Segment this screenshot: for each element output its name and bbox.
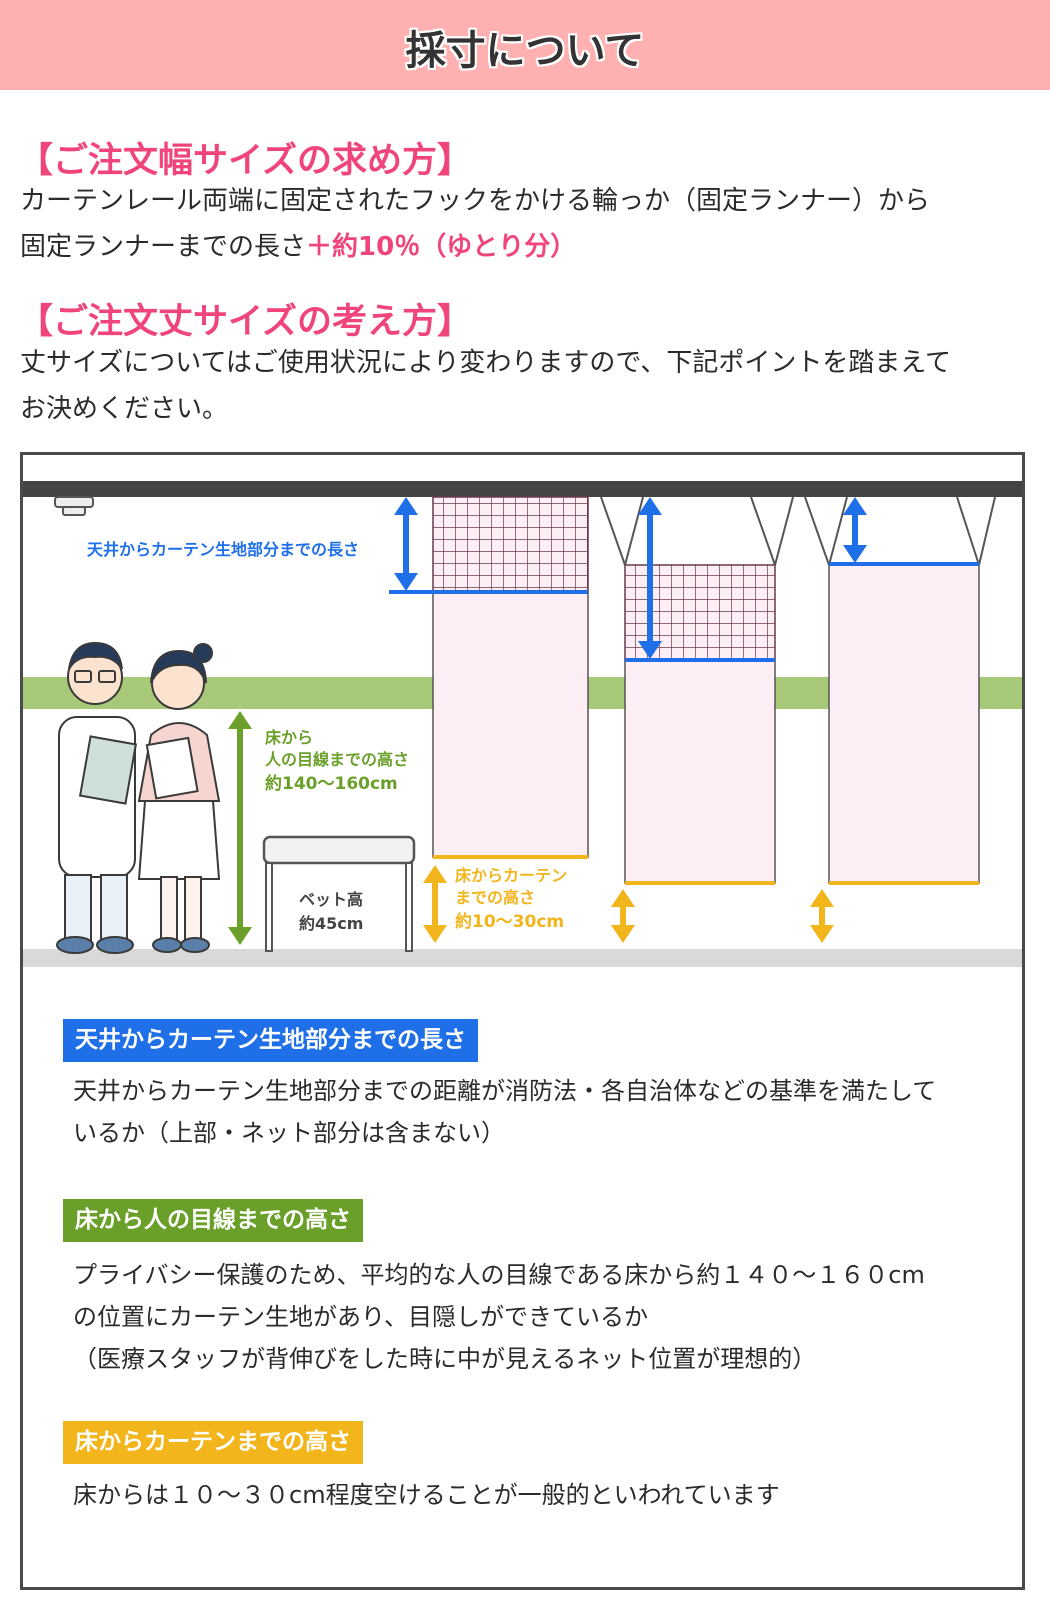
length-section-line-2: お決めください。	[20, 394, 229, 424]
eye-level-arrow	[228, 711, 252, 945]
legend-text-eye-level-3: （医療スタッフが背伸びをした時に中が見えるネット位置が理想的）	[73, 1345, 817, 1373]
width-line-2-text: 固定ランナーまでの長さ	[20, 232, 307, 262]
bed-illustration	[262, 835, 416, 952]
measurement-diagram: 天井からカーテン生地部分までの長さ 床から 人の目線までの高さ 約140～160…	[23, 481, 1022, 967]
ceiling-gap-arrows	[394, 497, 867, 659]
legend-tag-floor-gap: 床からカーテンまでの高さ	[63, 1421, 363, 1464]
doctor-illustration	[56, 641, 138, 954]
eye-level-label-2: 人の目線までの高さ	[265, 750, 409, 769]
floor-gap-label-3: 約10～30cm	[455, 911, 564, 932]
smoke-detector-icon	[54, 496, 94, 516]
ceiling-gap-label: 天井からカーテン生地部分までの長さ	[87, 540, 359, 559]
eye-level-label-1: 床から	[265, 728, 313, 747]
bed-height-label-2: 約45cm	[299, 914, 363, 933]
measurement-figure: 天井からカーテン生地部分までの長さ 床から 人の目線までの高さ 約140～160…	[20, 452, 1025, 1590]
bed-height-label-1: ベット高	[299, 890, 363, 909]
ceiling-rail	[23, 481, 1022, 497]
width-section-line-1: カーテンレール両端に固定されたフックをかける輪っか（固定ランナー）から	[20, 186, 931, 216]
eye-level-label-3: 約140～160cm	[265, 773, 398, 794]
legend-text-eye-level-1: プライバシー保護のため、平均的な人の目線である床から約１４０～１６０cm	[73, 1261, 925, 1289]
legend-tag-ceiling: 天井からカーテン生地部分までの長さ	[63, 1019, 478, 1062]
length-section-line-1: 丈サイズについてはご使用状況により変わりますので、下記ポイントを踏まえて	[20, 348, 952, 378]
page-title: 採寸について	[405, 28, 645, 74]
curtain-1	[389, 496, 589, 859]
legend-tag-eye-level: 床から人の目線までの高さ	[63, 1199, 363, 1242]
width-section-heading: 【ご注文幅サイズの求め方】	[18, 141, 472, 181]
floor-gap-arrows	[423, 865, 834, 943]
nurse-illustration	[137, 643, 221, 953]
legend-text-ceiling-2: いるか（上部・ネット部分は含まない）	[73, 1119, 505, 1147]
curtain-3	[804, 496, 996, 885]
length-section-heading: 【ご注文丈サイズの考え方】	[18, 302, 472, 342]
floor-gap-label-2: までの高さ	[455, 888, 535, 907]
floor	[23, 949, 1022, 967]
legend-text-floor-gap-1: 床からは１０～３０cm程度空けることが一般的といわれています	[73, 1481, 780, 1509]
width-allowance-note: ＋約10％（ゆとり分）	[306, 232, 577, 262]
page-header: 採寸について	[0, 0, 1050, 90]
legend-text-eye-level-2: の位置にカーテン生地があり、目隠しができているか	[73, 1303, 649, 1331]
curtain-2	[600, 496, 794, 885]
width-section-line-2: 固定ランナーまでの長さ＋約10％（ゆとり分）	[20, 226, 576, 263]
legend-text-ceiling-1: 天井からカーテン生地部分までの距離が消防法・各自治体などの基準を満たして	[73, 1077, 937, 1105]
floor-gap-label-1: 床からカーテン	[455, 866, 567, 885]
